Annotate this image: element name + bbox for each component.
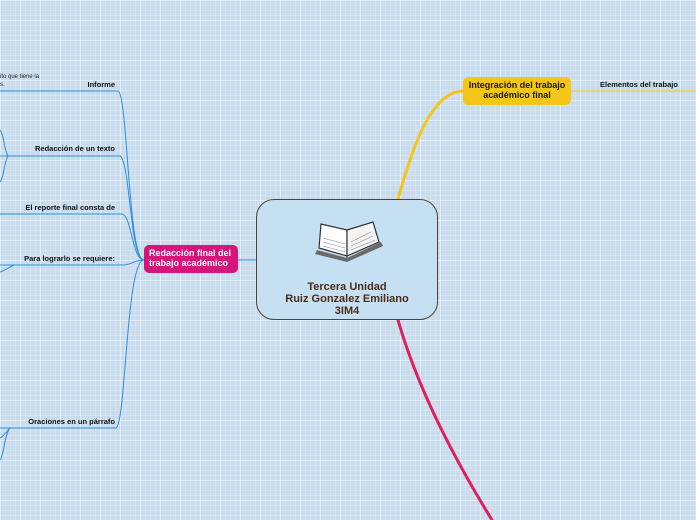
cut-off-note: ito que tiene la s. [0,73,39,89]
subtopic-redaccion-de-un-texto[interactable]: Redacción de un texto [34,144,115,153]
left-branch-line-1: Redacción final del [149,248,232,258]
subtopic-elementos-del-trabajo[interactable]: Elementos del trabajo [600,80,678,89]
central-topic[interactable]: Tercera Unidad Ruiz Gonzalez Emiliano 3I… [256,199,438,320]
subtopic-el-reporte-final[interactable]: El reporte final consta de [25,203,115,212]
central-topic-text: Tercera Unidad Ruiz Gonzalez Emiliano 3I… [257,281,437,317]
right-branch-line-2: académico final [483,90,551,100]
cut-off-note-line-2: s. [0,82,5,88]
subtopic-informe[interactable]: Informe [87,80,115,89]
central-topic-line-1: Tercera Unidad [307,281,387,293]
central-topic-line-2: Ruiz Gonzalez Emiliano [285,293,409,305]
subtopic-oraciones-en-un-parrafo[interactable]: Oraciones en un párrafo [28,417,115,426]
right-branch-line-1: Integración del trabajo [468,80,566,90]
connector-center-to-right-branch [396,89,465,201]
left-branch-line-2: trabajo académico [149,258,229,268]
central-topic-line-3: 3IM4 [334,305,360,317]
open-book-icon [315,221,383,262]
left-branch-node[interactable]: Redacción final del trabajo académico [144,245,238,273]
cut-off-note-line-1: ito que tiene la [0,74,40,80]
connector-center-to-bottom-branch [396,318,494,520]
right-branch-node[interactable]: Integración del trabajo académico final [463,77,571,105]
subtopic-para-lograrlo[interactable]: Para lograrlo se requiere: [24,254,115,263]
left-subtopic-connectors [0,90,145,461]
